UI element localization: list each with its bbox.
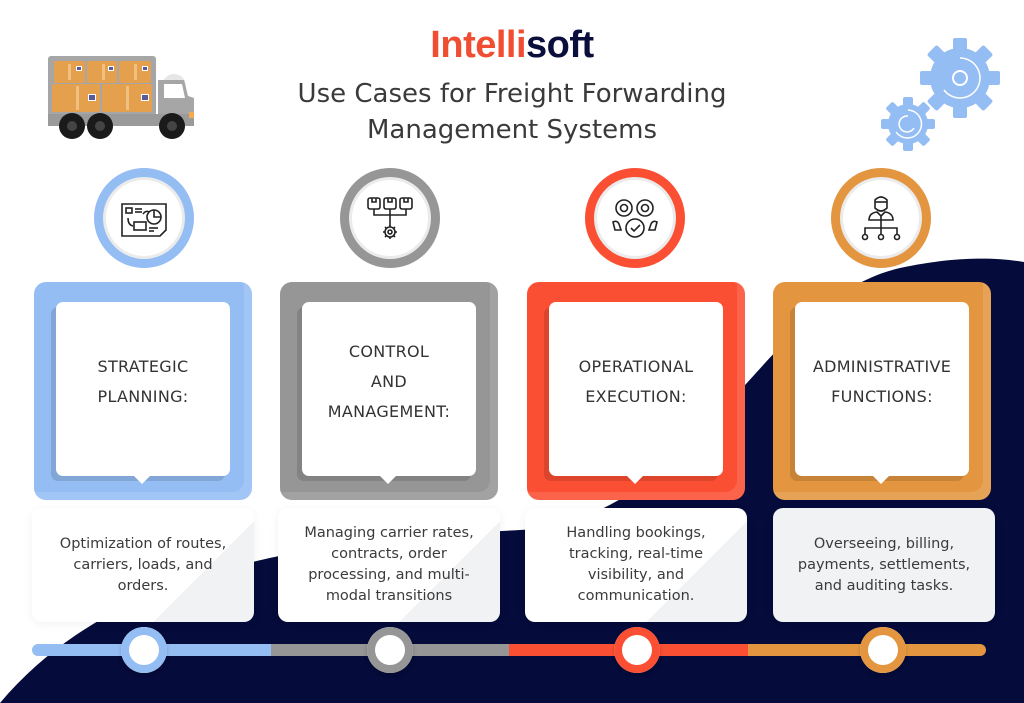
- gears-icon: [881, 38, 1000, 151]
- heading-line: AND: [370, 372, 408, 391]
- gears-checkmark-icon: [612, 199, 658, 238]
- use-case-heading: ADMINISTRATIVE FUNCTIONS:: [813, 352, 951, 426]
- manager-org-chart-icon: [861, 196, 901, 241]
- heading-line: ADMINISTRATIVE: [812, 357, 952, 376]
- heading-line: STRATEGIC: [97, 357, 189, 376]
- timeline-node-2: [367, 627, 413, 673]
- card-pointer: [374, 470, 402, 484]
- card-pointer: [128, 470, 156, 484]
- truck-icon: [48, 56, 194, 139]
- title-line-1: Use Cases for Freight Forwarding: [297, 79, 727, 109]
- use-case-heading: CONTROL AND MANAGEMENT:: [328, 337, 450, 441]
- strategy-board-icon: [121, 203, 167, 237]
- logo-part-soft: soft: [526, 24, 594, 66]
- icon-ring: [94, 168, 194, 268]
- timeline-node-1: [121, 627, 167, 673]
- description-card: Managing carrier rates, contracts, order…: [278, 508, 500, 622]
- heading-line: PLANNING:: [97, 387, 189, 406]
- title-line-2: Management Systems: [366, 115, 658, 145]
- heading-card-inner: CONTROL AND MANAGEMENT:: [302, 302, 476, 476]
- description-card: Handling bookings, tracking, real-time v…: [525, 508, 747, 622]
- use-case-heading: STRATEGIC PLANNING:: [98, 352, 189, 426]
- heading-card: CONTROL AND MANAGEMENT:: [280, 282, 498, 500]
- timeline-bar: [32, 644, 986, 656]
- use-case-description: Handling bookings, tracking, real-time v…: [566, 525, 706, 604]
- heading-line: OPERATIONAL: [578, 357, 694, 376]
- icon-ring: [340, 168, 440, 268]
- heading-card-inner: ADMINISTRATIVE FUNCTIONS:: [795, 302, 969, 476]
- timeline-node-4: [860, 627, 906, 673]
- heading-card: STRATEGIC PLANNING:: [34, 282, 252, 500]
- timeline-node-3: [614, 627, 660, 673]
- use-case-description: Optimization of routes, carriers, loads,…: [59, 535, 227, 594]
- heading-card-inner: OPERATIONAL EXECUTION:: [549, 302, 723, 476]
- card-pointer: [867, 470, 895, 484]
- card-pointer: [621, 470, 649, 484]
- icon-ring: [585, 168, 685, 268]
- logo-part-intelli: Intelli: [430, 24, 527, 66]
- heading-line: MANAGEMENT:: [327, 402, 451, 421]
- heading-line: FUNCTIONS:: [831, 387, 933, 406]
- icon-ring: [831, 168, 931, 268]
- use-case-heading: OPERATIONAL EXECUTION:: [579, 352, 694, 426]
- heading-card: OPERATIONAL EXECUTION:: [527, 282, 745, 500]
- description-card: Overseeing, billing, payments, settlemen…: [773, 508, 995, 622]
- network-hierarchy-gear-icon: [367, 197, 413, 239]
- description-card: Optimization of routes, carriers, loads,…: [32, 508, 254, 622]
- heading-card: ADMINISTRATIVE FUNCTIONS:: [773, 282, 991, 500]
- heading-card-inner: STRATEGIC PLANNING:: [56, 302, 230, 476]
- page-title: Use Cases for Freight Forwarding Managem…: [0, 76, 1024, 148]
- use-case-description: Overseeing, billing, payments, settlemen…: [797, 535, 971, 594]
- intellisoft-logo: Intellisoft: [0, 24, 1024, 67]
- use-case-description: Managing carrier rates, contracts, order…: [304, 525, 474, 604]
- heading-line: EXECUTION:: [585, 387, 687, 406]
- heading-line: CONTROL: [348, 342, 430, 361]
